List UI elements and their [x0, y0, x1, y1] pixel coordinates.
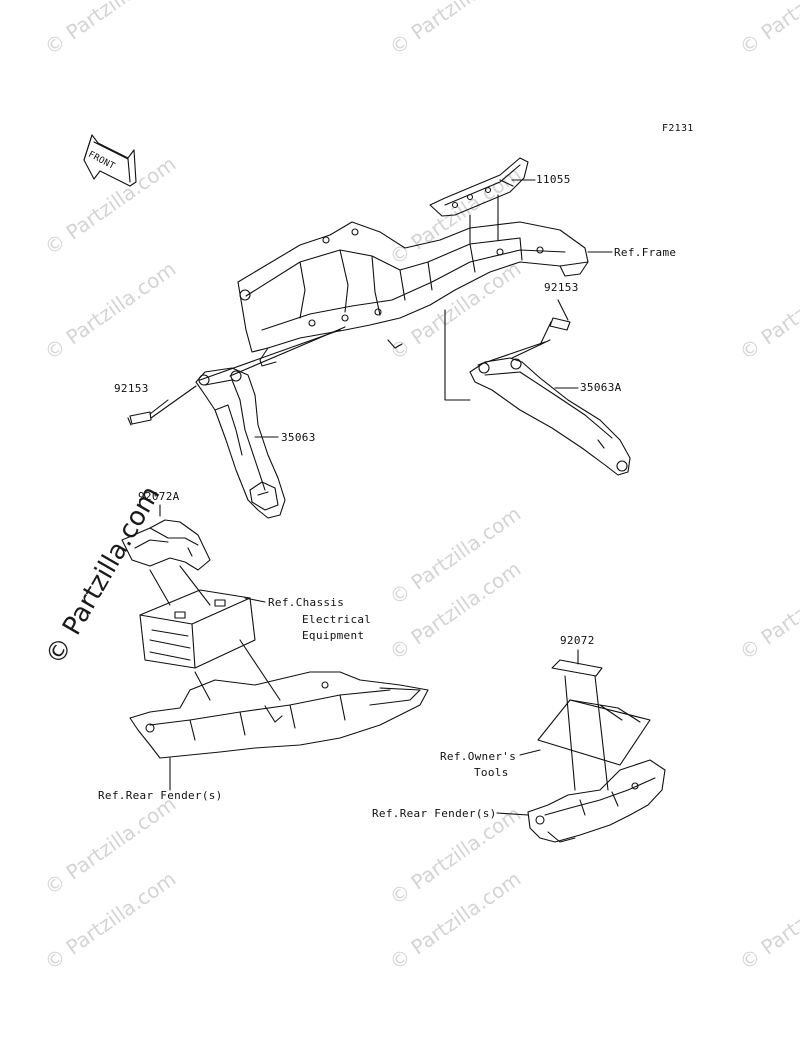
rear-fender-left [129, 671, 429, 759]
label-92153-left: 92153 [114, 382, 149, 395]
label-ref-frame: Ref.Frame [614, 246, 677, 259]
bracket-35063 [195, 367, 286, 519]
label-ref-chassis: Electrical [302, 613, 372, 626]
cover-92072a [121, 519, 211, 571]
label-92072a: 92072A [138, 490, 180, 503]
label-11055: 11055 [536, 173, 571, 186]
label-ref-chassis: Ref.Chassis [268, 596, 345, 609]
label-ref-rear-fender-left: Ref.Rear Fender(s) [98, 789, 223, 802]
rear-subframe [237, 221, 589, 367]
label-ref-chassis: Equipment [302, 629, 365, 642]
front-arrow-icon [83, 134, 137, 187]
bracket-11055 [429, 157, 529, 217]
pad-92072 [551, 659, 603, 677]
figure-code: F2131 [662, 123, 694, 134]
label-ref-rear-fender-right: Ref.Rear Fender(s) [372, 807, 497, 820]
label-ref-owners-tools: Tools [474, 766, 509, 779]
bolt-92153-right [539, 299, 571, 346]
battery [139, 589, 256, 669]
label-92153-right: 92153 [544, 281, 579, 294]
bracket-35063a [469, 357, 631, 476]
owners-tools-bag [537, 699, 651, 766]
label-ref-owners-tools: Ref.Owner's [440, 750, 517, 763]
label-92072: 92072 [560, 634, 595, 647]
label-35063: 35063 [281, 431, 316, 444]
bolt-92153-left [127, 385, 197, 426]
label-35063a: 35063A [580, 381, 622, 394]
rear-fender-right [527, 759, 666, 843]
